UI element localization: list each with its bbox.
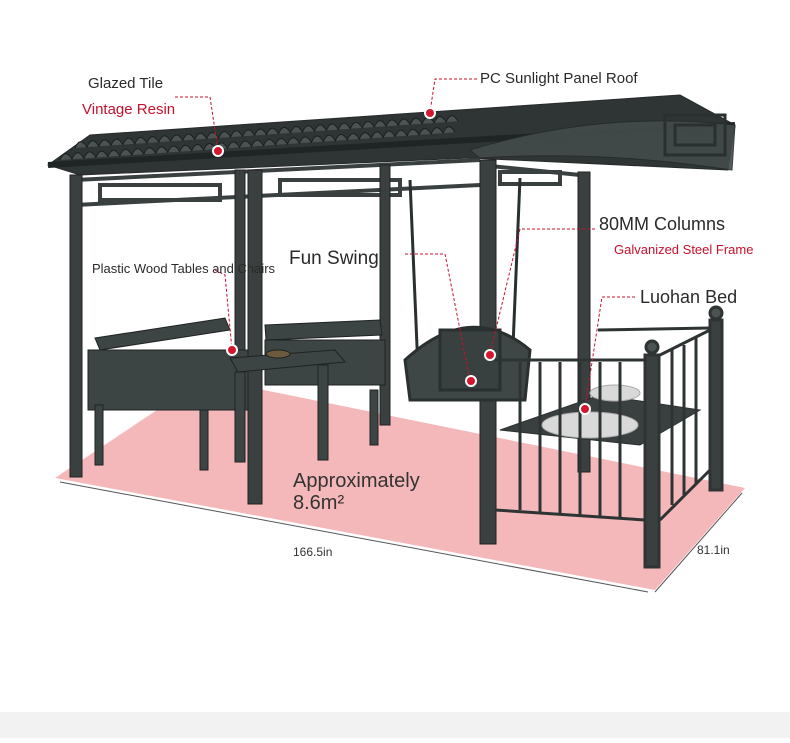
label-fun-swing: Fun Swing [289,248,379,269]
bottom-strip [0,712,790,738]
callout-dot-luohan [579,403,591,415]
callout-line-fun-swing [405,253,471,381]
callout-dot-pc-roof [424,107,436,119]
posts [69,159,591,545]
dimension-line-length [59,481,649,593]
callout-line-tables [214,269,233,351]
callout-dot-vintage-resin [212,145,224,157]
swing [403,177,532,402]
dimension-length-label: 166.5in [293,545,333,559]
label-galvanized-frame: Galvanized Steel Frame [614,242,754,257]
label-pc-roof: PC Sunlight Panel Roof [480,70,638,87]
dimension-line-width [654,492,743,593]
callout-dot-columns [484,349,496,361]
callout-dot-tables [226,344,238,356]
area-label-line2: 8.6m² [293,492,345,514]
label-luohan-bed: Luohan Bed [640,287,738,307]
callout-line-pc-roof [429,78,477,113]
area-label-line1: Approximately [293,470,420,492]
callout-line-vintage-resin [175,96,219,151]
floor-area [55,378,745,590]
beam-fretwork [74,158,581,207]
callout-dot-fun-swing [465,375,477,387]
callout-line-luohan [584,296,635,409]
label-vintage-resin: Vintage Resin [82,101,176,118]
label-glazed-tile: Glazed Tile [88,75,164,92]
label-tables-chairs: Plastic Wood Tables and Chairs [92,261,276,276]
roof-tiles [59,115,459,161]
callout-dots [212,107,591,415]
table-and-chairs [87,317,386,471]
railing [494,305,724,569]
label-columns: 80MM Columns [599,214,726,234]
callout-line-columns [489,228,595,355]
roof-fretwork [663,113,727,157]
dimension-width-label: 81.1in [697,543,730,557]
callout-lines [175,78,635,409]
